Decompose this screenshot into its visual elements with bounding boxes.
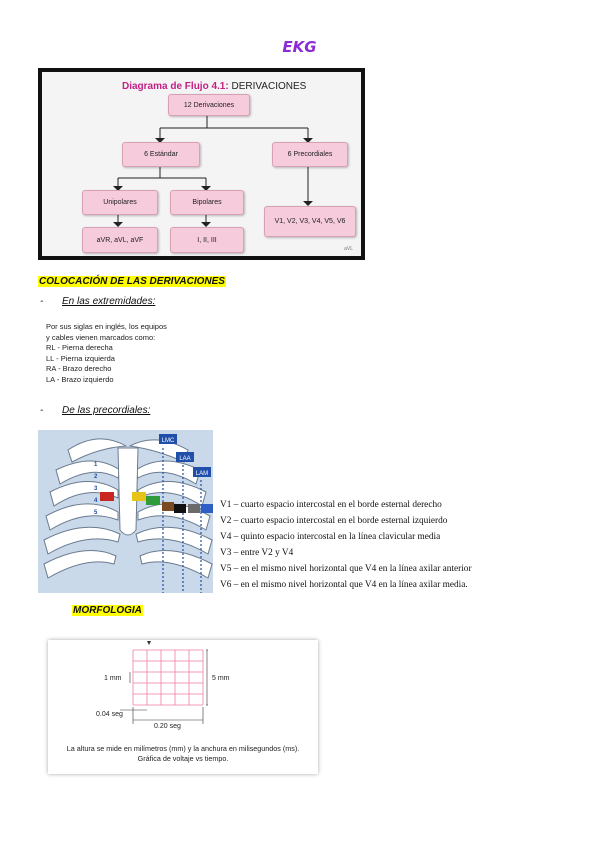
rib-number: 5 xyxy=(94,510,98,516)
tag-lmc: LMC xyxy=(162,438,175,444)
label-004-seg: 0.04 seg xyxy=(96,711,123,718)
precordial-heading: -De las precordiales: xyxy=(40,405,151,416)
lead-line-v6: V6 – en el mismo nivel horizontal que V4… xyxy=(220,580,468,590)
tag-laa: LAA xyxy=(179,456,190,462)
node-bipolar-leads: I, II, III xyxy=(170,227,244,253)
node-precordial-leads: V1, V2, V3, V4, V5, V6 xyxy=(264,206,356,237)
node-precordiales: 6 Precordiales xyxy=(272,142,348,167)
label-5mm: 5 mm xyxy=(212,675,230,682)
ecg-caption-line: Gráfica de voltaje vs tiempo. xyxy=(137,753,229,763)
flow-connectors xyxy=(113,114,313,227)
rib-number: 2 xyxy=(94,474,98,480)
section-heading-colocacion: COLOCACIÓN DE LAS DERIVACIONES xyxy=(38,276,226,287)
lead-line-v3: V3 – entre V2 y V4 xyxy=(220,548,294,558)
flow-title: Diagrama de Flujo 4.1: DERIVACIONES xyxy=(122,81,307,92)
tag-lam: LAM xyxy=(196,471,208,477)
lead-line-v5: V5 – en el mismo nivel horizontal que V4… xyxy=(220,564,472,574)
lead-line-v4: V4 – quinto espacio intercostal en la lí… xyxy=(220,532,441,542)
limbs-line: LL - Pierna izquierda xyxy=(46,353,115,363)
node-12-derivaciones: 12 Derivaciones xyxy=(168,94,250,116)
ecg-caption: La altura se mide en milímetros (mm) y l… xyxy=(48,744,318,763)
rib-number: 1 xyxy=(94,462,98,468)
ecg-caption-line: La altura se mide en milímetros (mm) y l… xyxy=(66,744,300,753)
node-bipolares: Bipolares xyxy=(170,190,244,215)
limbs-line: RA - Brazo derecho xyxy=(46,364,112,373)
chest-lead-placement-image: LMC LAA LAM 1 2 3 4 5 xyxy=(38,430,213,593)
lead-line-v1: V1 – cuarto espacio intercostal en el bo… xyxy=(220,500,442,510)
label-1mm: 1 mm xyxy=(104,675,122,682)
limbs-line: RL - Pierna derecha xyxy=(46,343,113,352)
limbs-line: LA - Brazo izquierdo xyxy=(46,374,114,384)
limbs-heading: -En las extremidades: xyxy=(40,296,156,307)
page-title: EKG xyxy=(282,38,317,56)
ecg-grid xyxy=(120,641,208,724)
limbs-line: y cables vienen marcados como: xyxy=(46,332,156,342)
lead-line-v2: V2 – cuarto espacio intercostal en el bo… xyxy=(220,516,448,526)
node-estandar: 6 Estándar xyxy=(122,142,200,167)
node-unipolares: Unipolares xyxy=(82,190,158,215)
ecg-grid-figure: 1 mm 5 mm 0.04 seg 0.20 seg La altura se… xyxy=(48,640,318,774)
rib-number: 3 xyxy=(94,486,98,492)
section-heading-morfologia: MORFOLOGIA xyxy=(72,605,143,616)
ribcage-drawing: LMC LAA LAM 1 2 3 4 5 xyxy=(43,434,213,593)
derivaciones-flow-diagram: Diagrama de Flujo 4.1: DERIVACIONES 12 D… xyxy=(38,68,365,260)
node-unipolar-leads: aVR, aVL, aVF xyxy=(82,227,158,253)
precordial-lead-descriptions: V1 – cuarto espacio intercostal en el bo… xyxy=(220,497,472,593)
rib-number: 4 xyxy=(94,498,98,504)
label-020-seg: 0.20 seg xyxy=(154,723,181,730)
limbs-text: Por sus siglas en inglés, los equipos y … xyxy=(46,322,167,385)
limbs-line: Por sus siglas en inglés, los equipos xyxy=(46,322,167,331)
watermark: aVL xyxy=(344,246,353,252)
